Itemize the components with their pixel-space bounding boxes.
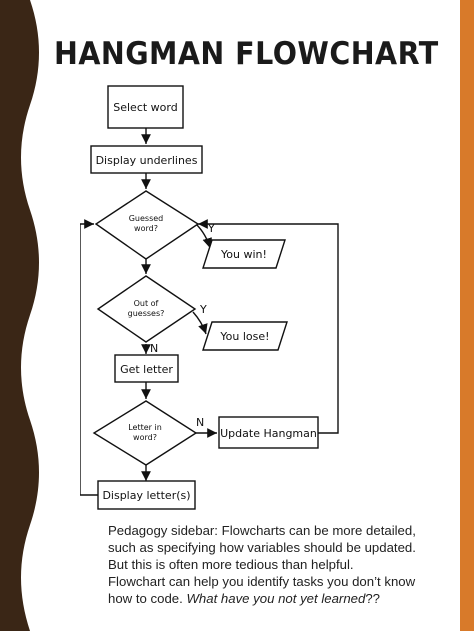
node-select-word-label: Select word <box>113 101 177 114</box>
wave-band-shape <box>0 0 39 631</box>
edge-label-guesses-yes: Y <box>199 303 207 316</box>
node-letter-in-word-label-1: Letter in <box>128 423 162 432</box>
edge-display-loop <box>80 219 98 496</box>
slide-title: HANGMAN FLOWCHART <box>54 36 439 72</box>
node-you-lose <box>202 321 288 351</box>
caption-flowchart-note-end: ?? <box>365 591 380 606</box>
node-out-of-guesses-label-1: Out of <box>134 299 159 308</box>
node-display-letters-label: Display letter(s) <box>102 489 190 502</box>
node-update-hangman-label: Update Hangman <box>220 427 317 440</box>
caption-sidebar-note: Pedagogy sidebar: Flowcharts can be more… <box>108 523 416 572</box>
node-out-of-guesses-label-2: guesses? <box>128 309 165 318</box>
node-letter-in-word-label-2: word? <box>133 433 157 442</box>
decorative-wave-band <box>0 0 39 631</box>
caption-flowchart-note: Flowchart can help you identify tasks yo… <box>108 573 438 607</box>
accent-side-bar <box>460 0 474 631</box>
node-update-hangman <box>218 416 319 449</box>
edge-label-letter-no: N <box>196 416 204 429</box>
node-guessed-word-label-1: Guessed <box>129 214 164 223</box>
node-display-letters <box>97 480 196 510</box>
node-guessed-word-label-2: word? <box>134 224 158 233</box>
edge-label-guesses-no: N <box>150 342 158 355</box>
node-get-letter-label: Get letter <box>120 363 173 376</box>
node-display-underlines <box>90 145 203 174</box>
node-get-letter <box>114 354 179 383</box>
node-display-underlines-label: Display underlines <box>96 154 198 167</box>
edge-update-loop <box>198 219 339 434</box>
caption-flowchart-note-text: Flowchart can help you identify tasks yo… <box>108 574 416 606</box>
node-select-word <box>107 85 184 129</box>
edge-label-guessed-yes: Y <box>207 222 215 235</box>
edge-guessed-yes <box>195 223 213 249</box>
edge-guesses-yes <box>192 311 208 335</box>
node-you-win-label: You win! <box>220 248 267 261</box>
node-out-of-guesses <box>96 275 197 343</box>
node-you-win <box>202 239 286 269</box>
pedagogy-caption: Pedagogy sidebar: Flowcharts can be more… <box>108 522 438 607</box>
hangman-flowchart: Select word Display underlines Guessed w… <box>80 84 341 517</box>
node-letter-in-word <box>92 400 198 466</box>
node-guessed-word <box>94 190 200 260</box>
node-you-lose-label: You lose! <box>219 330 269 343</box>
caption-flowchart-note-question: What have you not yet learned <box>186 591 366 606</box>
